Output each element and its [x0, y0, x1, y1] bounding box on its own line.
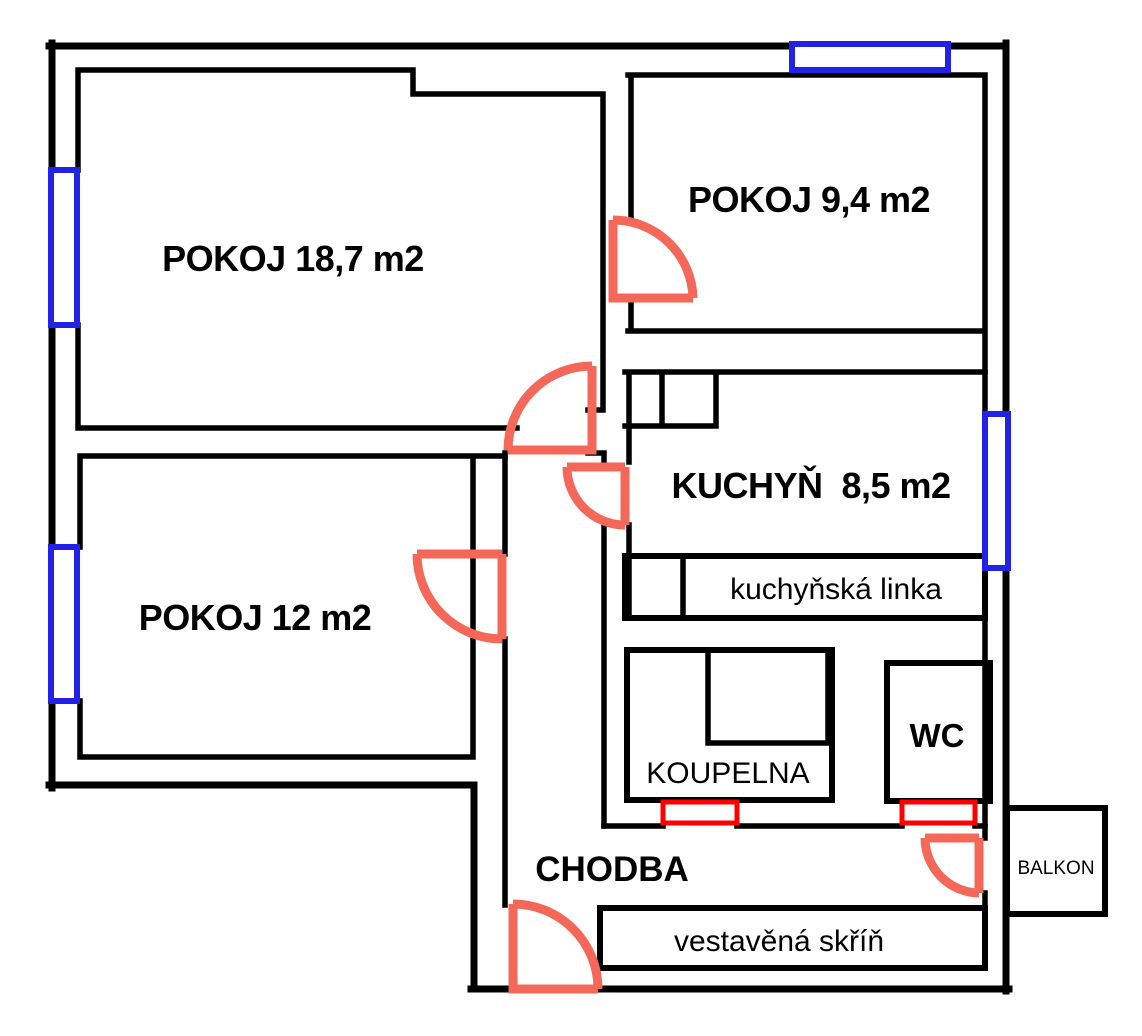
wall-kitchen [622, 369, 988, 829]
window-pokoj-medium [48, 544, 80, 704]
opening-wc [899, 799, 978, 826]
window-pokoj-large [48, 167, 80, 328]
label-pokoj-small: POKOJ 9,4 m2 [688, 179, 930, 220]
doors [412, 215, 984, 994]
outer-wall-bottom-left [45, 781, 478, 993]
door-pokoj-small [608, 215, 698, 303]
door-kitchen [562, 462, 630, 530]
outer-walls [45, 39, 1013, 995]
window-pokoj-small [789, 41, 951, 73]
door-entrance [508, 899, 603, 994]
label-bathroom: KOUPELNA [646, 757, 809, 790]
wall-pokoj-medium [77, 453, 508, 760]
label-kitchen: KUCHYŇ 8,5 m2 [671, 464, 950, 506]
label-pokoj-medium: POKOJ 12 m2 [139, 597, 372, 638]
bathtub-box [705, 647, 831, 746]
door-pokoj-large [503, 361, 597, 455]
label-hallway: CHODBA [535, 850, 689, 889]
label-wardrobe: vestavěná skříň [674, 925, 884, 958]
wall-pokoj-small [625, 72, 988, 417]
label-balcony: BALKON [1017, 858, 1094, 879]
window-kitchen [982, 411, 1011, 571]
wardrobe-box [597, 905, 988, 971]
kitchen-unit-box [622, 553, 988, 621]
wall-hall-south [601, 823, 988, 911]
label-pokoj-large: POKOJ 18,7 m2 [162, 238, 424, 279]
door-balcony [920, 833, 984, 898]
wall-corridor [502, 450, 607, 908]
label-kitchen-unit: kuchyňská linka [730, 573, 942, 606]
label-wc: WC [910, 717, 965, 754]
door-pokoj-medium [412, 549, 507, 644]
balcony-box [1004, 805, 1108, 917]
opening-bathroom [660, 799, 740, 826]
